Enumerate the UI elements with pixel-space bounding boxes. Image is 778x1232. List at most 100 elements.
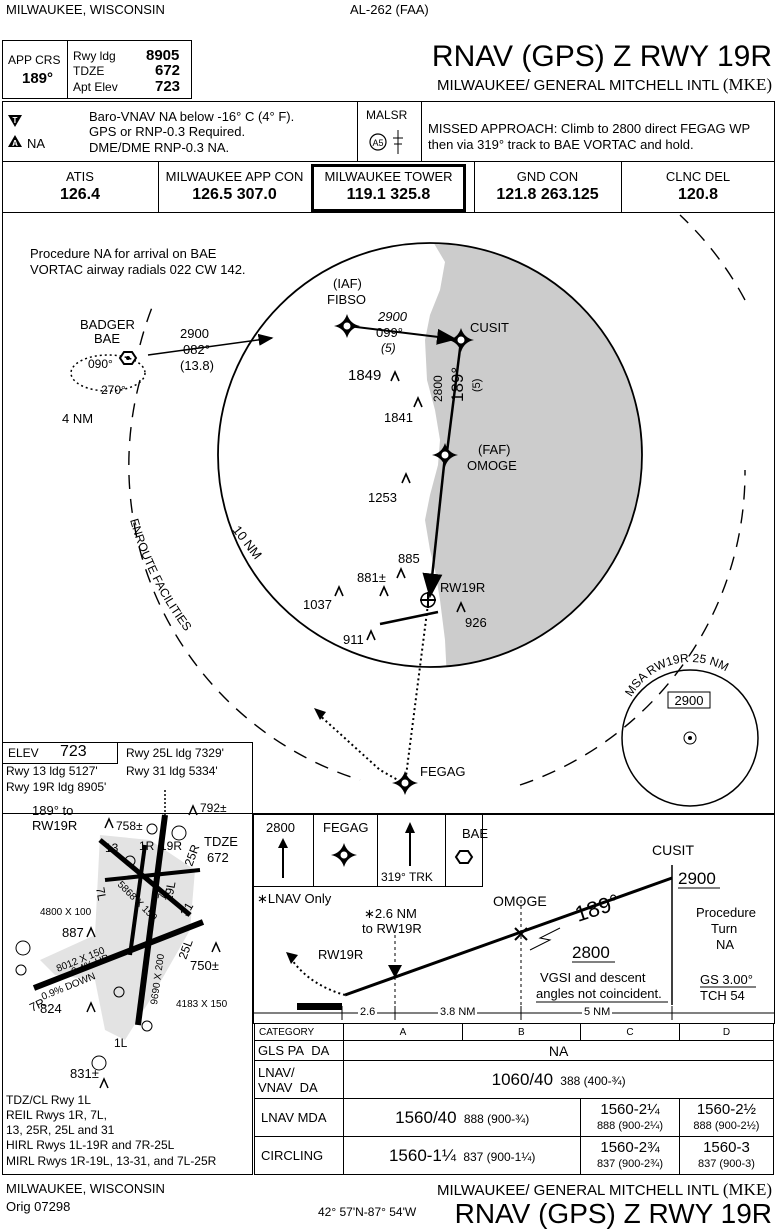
ma-climb-arrow-icon [278, 838, 288, 878]
min-lnav-vnav-l2: VNAV [258, 1079, 293, 1095]
profile-crs: 189° [572, 889, 623, 927]
badger-label: BADGER [80, 317, 135, 332]
dim-4800: 4800 X 100 [40, 907, 92, 918]
comm-app-freq: 126.5 307.0 [192, 186, 277, 203]
comm-clnc-freq: 120.8 [677, 186, 719, 203]
plan-note-1: Procedure NA for arrival on BAE [30, 246, 217, 261]
ma-track-arrow-icon [405, 822, 415, 866]
tdze-label: TDZE [73, 64, 105, 78]
footer-title: RNAV (GPS) Z RWY 19R [454, 1198, 772, 1229]
footer-airport: MILWAUKEE/ GENERAL MITCHELL INTL (MKE) [437, 1180, 772, 1200]
malsr-label: MALSR [366, 108, 408, 122]
dim-7l: 7L [156, 886, 170, 900]
minimums-gls-row: GLS PA DA NA [253, 1040, 774, 1061]
comms-div-2 [474, 161, 475, 213]
minimums-header-row: CATEGORY A B C D [253, 1023, 775, 1041]
obstacle-1253: 1253 [368, 490, 397, 505]
min-circling-ab-sub: 837 (900-1¼) [463, 1149, 536, 1164]
airport-note-2: REIL Rwys 1R, 7L, [6, 1108, 107, 1122]
procedure-turn-3: NA [716, 937, 735, 952]
footer-coords: 42° 57'N-87° 54'W [318, 1205, 417, 1219]
obs-750: 750± [190, 958, 219, 973]
min-lnav-vnav-type: DA [299, 1079, 318, 1095]
airport-tdze-label: TDZE [204, 834, 238, 849]
airport-ident: (MKE) [722, 75, 772, 94]
min-lnav-d-main: 1560-2½ [696, 1100, 757, 1118]
missed-approach-1: MISSED APPROACH: Climb to 2800 direct FE… [428, 121, 751, 136]
plan-view-frame [2, 212, 775, 814]
msa-circle [621, 669, 759, 807]
tch-label: TCH 54 [700, 988, 745, 1003]
lnav-vdp-icon [388, 965, 402, 978]
vgsi-note-2: angles not coincident. [536, 986, 662, 1001]
obs-887: 887 [62, 925, 84, 940]
seg-1: 2.6 [358, 1006, 378, 1018]
min-circling-d-sub: 837 (900-3) [698, 1157, 755, 1170]
min-circling-c-main: 1560-2¾ [600, 1138, 660, 1156]
comms-div-3 [621, 161, 622, 213]
comm-clnc-label: CLNC DEL [665, 169, 731, 184]
omoge-waypoint-icon [432, 443, 458, 467]
min-lnav-vnav-value: 1060/40 388 (400-¾) [343, 1060, 774, 1099]
obs-831: 831± [70, 1066, 99, 1081]
elev-box [2, 742, 118, 764]
malsr-symbol-text: A5 [372, 138, 383, 148]
airport-tdze-value: 672 [207, 850, 229, 865]
airport-note-5: MIRL Rwys 1R-19L, 13-31, and 7L-25R [6, 1154, 217, 1168]
elev-value: 723 [60, 743, 87, 760]
route-cusit-omoge [445, 340, 463, 453]
profile-cusit: CUSIT [652, 842, 694, 858]
footer-airport-text: MILWAUKEE/ GENERAL MITCHELL INTL [437, 1182, 719, 1199]
runways [32, 814, 205, 1026]
min-circling-ab: 1560-1¼ 837 (900-1¼) [343, 1136, 582, 1175]
airport-note-4: HIRL Rwys 1L-19R and 7R-25L [6, 1138, 175, 1152]
rwy-data-box [67, 40, 192, 99]
comm-tower-freq: 119.1 325.8 [346, 186, 431, 203]
missed-icons-box [253, 814, 483, 887]
vgsi-note-1: VGSI and descent [540, 970, 646, 985]
msa-center-icon [683, 731, 697, 745]
route-omoge-rw [422, 455, 447, 599]
rw19r-threshold-icon [420, 592, 436, 608]
fibso-waypoint-icon [334, 314, 360, 338]
fibso-label: FIBSO [327, 292, 367, 307]
profile-alt-2900: 2900 [678, 869, 716, 888]
min-lnav-d-sub: 888 (900-2½) [693, 1119, 760, 1132]
min-lnav-vnav-main: 1060/40 [491, 1069, 554, 1089]
min-gls-value: NA [343, 1040, 774, 1061]
comm-atis-freq: 126.4 [59, 186, 101, 203]
airport-note-1: TDZ/CL Rwy 1L [6, 1093, 91, 1107]
rwy13-ldg: Rwy 13 ldg 5127' [6, 764, 98, 778]
note-line-1: Baro-VNAV NA below -16° C (4° F). [89, 109, 295, 124]
min-gls-type: DA [311, 1043, 330, 1058]
lnav-only-text: LNAV Only [267, 891, 332, 906]
apt-elev-value: 723 [155, 78, 181, 95]
note-line-3: DME/DME RNP-0.3 NA. [89, 140, 230, 155]
approach-light-icons [15, 823, 187, 1071]
airport-name-text: MILWAUKEE/ GENERAL MITCHELL INTL [437, 77, 719, 94]
location-top: MILWAUKEE, WISCONSIN [6, 2, 165, 17]
app-crs-label: APP CRS [8, 53, 61, 67]
min-circling-label: CIRCLING [253, 1136, 345, 1175]
chart-id: AL-262 (FAA) [350, 2, 429, 17]
procedure-turn-1: Procedure [696, 905, 756, 920]
bae-label: BAE [94, 331, 121, 346]
fibso-crs: 099° [376, 325, 403, 340]
rwy19r-ldg: Rwy 19R ldg 8905' [6, 780, 107, 794]
ma-div-1 [313, 814, 314, 887]
profile-alt-2800: 2800 [572, 943, 610, 962]
missed-arrowhead [314, 708, 326, 720]
runway-1l-19r [135, 814, 168, 1026]
procedure-turn-2: Turn [711, 921, 738, 936]
ma-bae-vortac-icon [454, 850, 474, 864]
rwy-label-19l: 19L [161, 880, 178, 902]
faf-label: (FAF) [478, 442, 511, 457]
rwy25l-ldg: Rwy 25L ldg 7329' [126, 746, 224, 760]
fibso-dist: (5) [381, 341, 396, 355]
notes-divider-2 [421, 101, 422, 162]
rwy-ldg-label: Rwy ldg [73, 49, 116, 63]
profile-omoge: OMOGE [493, 893, 547, 909]
